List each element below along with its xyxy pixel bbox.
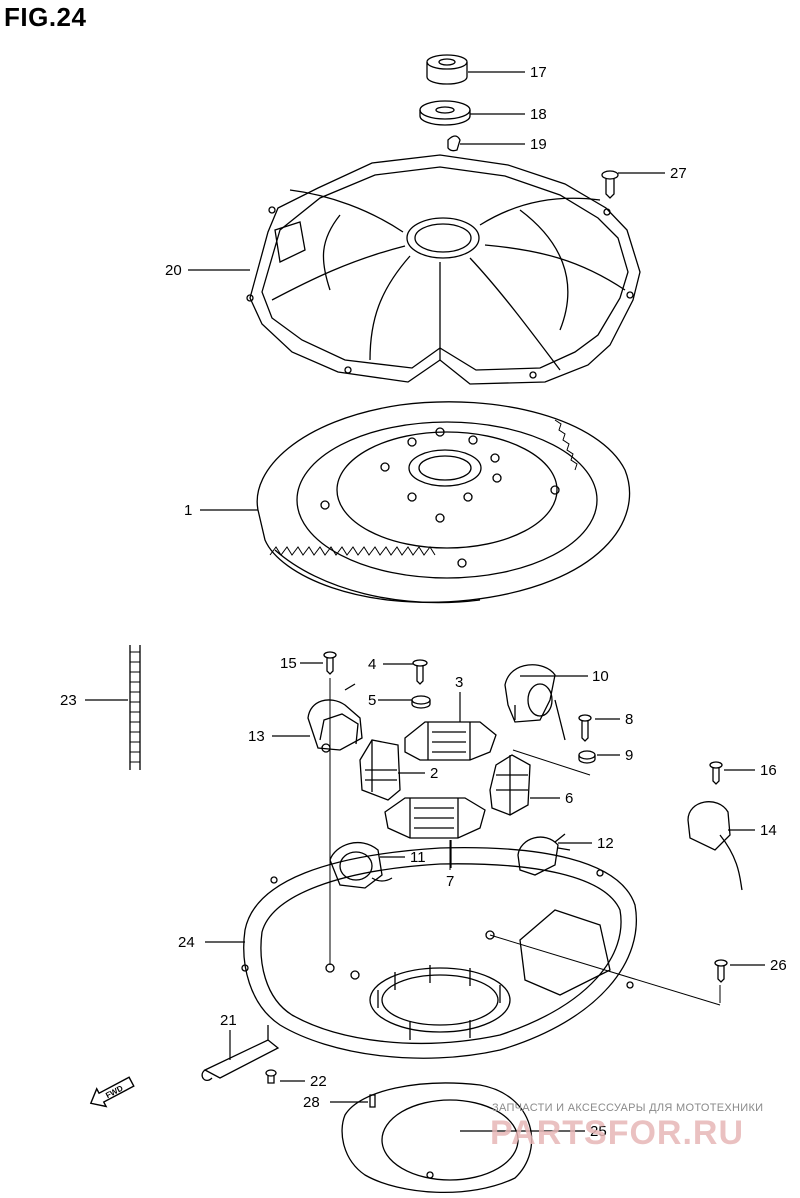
gasket-part bbox=[341, 1082, 533, 1194]
protective-tube-part bbox=[129, 645, 141, 770]
callout-21: 21 bbox=[220, 1012, 237, 1029]
exciter-coil-part bbox=[384, 797, 486, 839]
callout-20: 20 bbox=[165, 262, 182, 279]
screw-part bbox=[578, 714, 592, 742]
sensor-part bbox=[687, 801, 743, 891]
callout-13: 13 bbox=[248, 728, 265, 745]
lighting-coil-part bbox=[489, 754, 531, 816]
callout-4: 4 bbox=[368, 656, 376, 673]
callout-10: 10 bbox=[592, 668, 609, 685]
callout-3: 3 bbox=[455, 674, 463, 691]
callout-25: 25 bbox=[590, 1123, 607, 1140]
callout-27: 27 bbox=[670, 165, 687, 182]
callout-28: 28 bbox=[303, 1094, 320, 1111]
callout-12: 12 bbox=[597, 835, 614, 852]
screw-part bbox=[709, 761, 723, 785]
callout-24: 24 bbox=[178, 934, 195, 951]
watermark-brand: PARTSFOR.RU bbox=[490, 1114, 745, 1152]
screw-part bbox=[412, 659, 428, 685]
callout-23: 23 bbox=[60, 692, 77, 709]
callout-8: 8 bbox=[625, 711, 633, 728]
pulser-coil-part bbox=[307, 683, 363, 753]
nut-part bbox=[578, 750, 596, 764]
callout-26: 26 bbox=[770, 957, 787, 974]
washer-part bbox=[411, 695, 431, 709]
forward-direction-arrow-icon: FWD bbox=[89, 1076, 135, 1108]
sensor-part bbox=[504, 664, 566, 741]
assembly-guide-lines bbox=[329, 678, 721, 1006]
callout-14: 14 bbox=[760, 822, 777, 839]
callout-16: 16 bbox=[760, 762, 777, 779]
callout-1: 1 bbox=[184, 502, 192, 519]
flywheel-cover bbox=[246, 154, 641, 385]
figure-title: FIG.24 bbox=[4, 2, 87, 32]
bracket-part bbox=[201, 1025, 280, 1082]
screw-part bbox=[323, 651, 337, 675]
callout-11: 11 bbox=[410, 849, 426, 866]
flywheel bbox=[256, 401, 631, 604]
callout-9: 9 bbox=[625, 747, 633, 764]
callout-leader-lines bbox=[85, 71, 765, 1132]
nut-part bbox=[426, 54, 468, 85]
pin-part bbox=[369, 1094, 376, 1108]
callout-18: 18 bbox=[530, 106, 547, 123]
screw-part bbox=[265, 1069, 277, 1084]
callout-19: 19 bbox=[530, 136, 547, 153]
lighting-coil-part bbox=[359, 739, 401, 801]
stator-base bbox=[241, 847, 637, 1059]
charge-coil-part bbox=[404, 721, 497, 761]
callout-15: 15 bbox=[280, 655, 297, 672]
sensor-part bbox=[517, 833, 571, 876]
sensor-part bbox=[329, 841, 393, 889]
key-part bbox=[447, 135, 461, 152]
screw-part bbox=[601, 170, 619, 199]
callout-22: 22 bbox=[310, 1073, 327, 1090]
screw-part bbox=[714, 959, 728, 983]
callout-5: 5 bbox=[368, 692, 376, 709]
callout-7: 7 bbox=[446, 873, 454, 890]
callout-17: 17 bbox=[530, 64, 547, 81]
watermark-tagline: ЗАПЧАСТИ И АКСЕССУАРЫ ДЛЯ МОТОТЕХНИКИ bbox=[492, 1102, 764, 1114]
callout-6: 6 bbox=[565, 790, 573, 807]
callout-labels: 17 18 19 27 20 1 15 4 5 3 10 8 9 23 13 2… bbox=[60, 64, 787, 1140]
callout-2: 2 bbox=[430, 765, 438, 782]
washer-part bbox=[419, 100, 471, 126]
